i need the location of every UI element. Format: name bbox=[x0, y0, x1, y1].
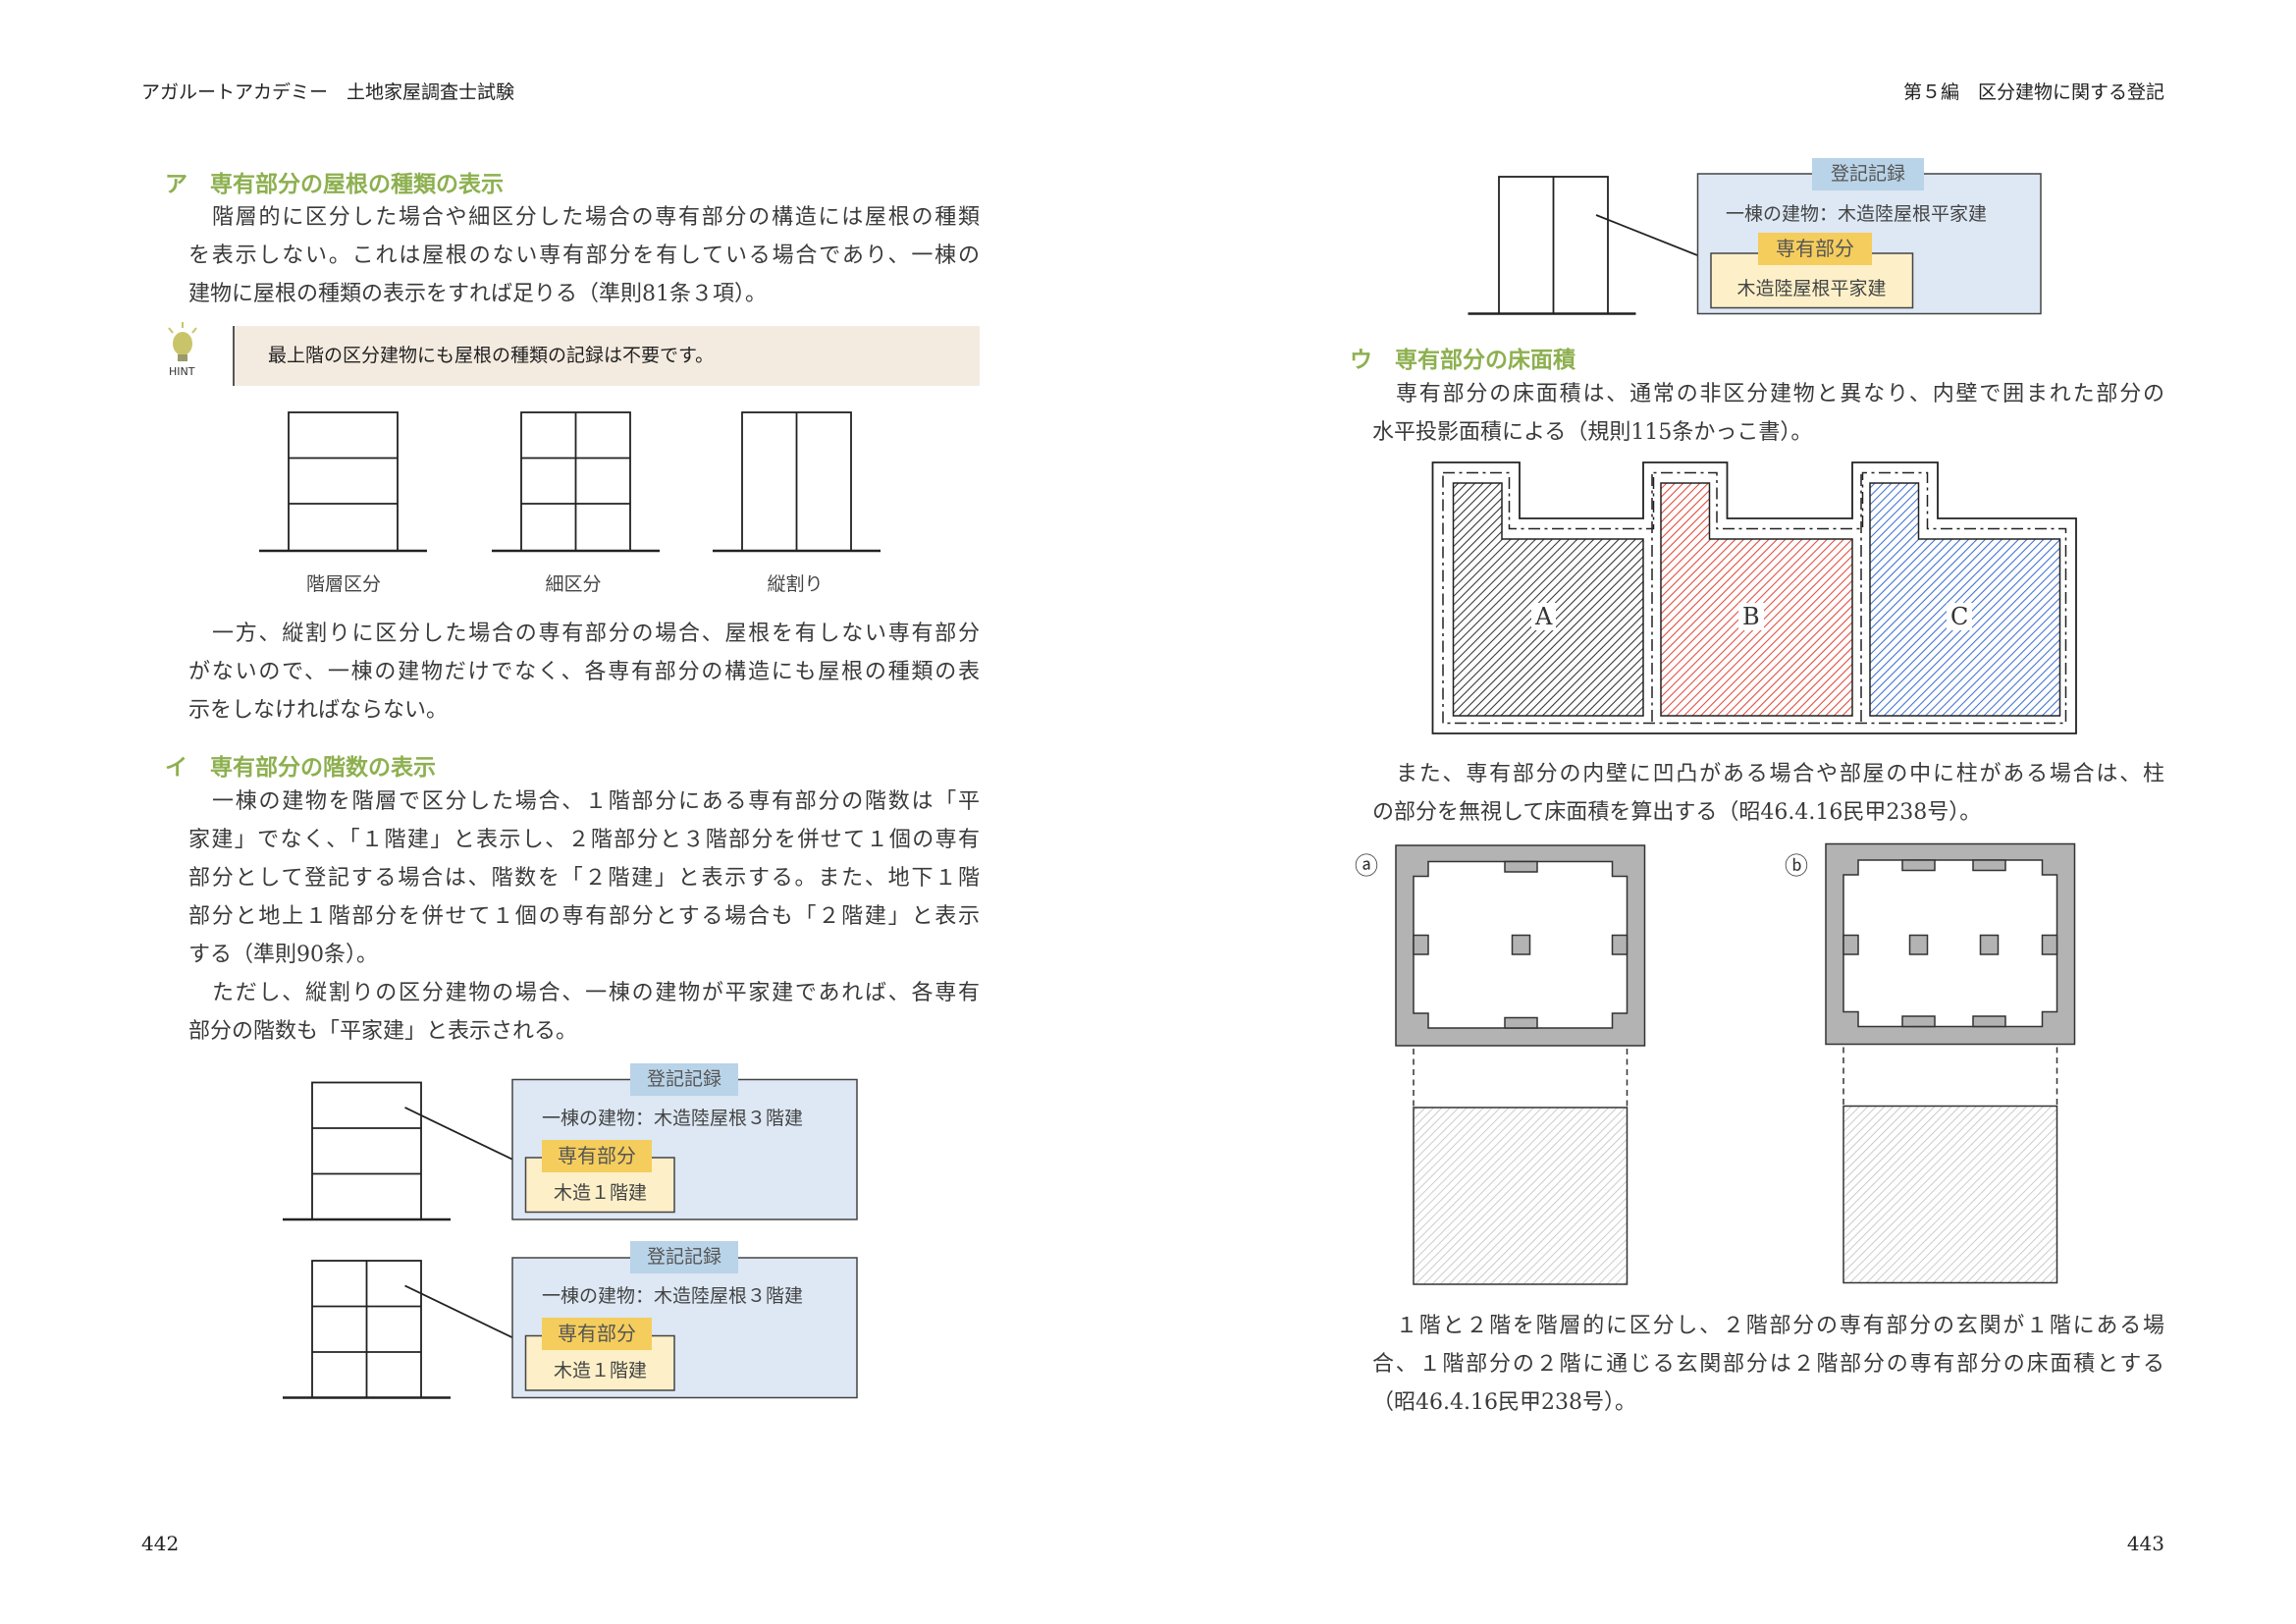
text-line: 水平投影面積による（規則115条かっこ書）。 bbox=[1372, 420, 1813, 445]
record-title: 登記記録 bbox=[1812, 158, 1924, 190]
unit-label: 専有部分 bbox=[542, 1318, 652, 1350]
heading-floor-count: イ専有部分の階数の表示 bbox=[165, 748, 436, 782]
text-line: ただし、縦割りの区分建物の場合、一棟の建物が平家建であれば、各専有 bbox=[212, 981, 980, 1005]
text-line: 示をしなければならない。 bbox=[188, 698, 449, 723]
text-line: を表示しない。これは屋根のない専有部分を有している場合であり、一棟の bbox=[188, 244, 980, 268]
text-line: 部分の階数も「平家建」と表示される。 bbox=[188, 1019, 578, 1044]
building-record3-icon bbox=[1468, 176, 1712, 315]
text-line: （昭46.4.16民甲238号）。 bbox=[1372, 1390, 1636, 1415]
room-a-area bbox=[1452, 482, 1644, 717]
building-record2-icon bbox=[283, 1260, 528, 1399]
unit-value: 木造陸屋根平家建 bbox=[1736, 278, 1887, 299]
paragraph-floor-area: 専有部分の床面積は、通常の非区分建物と異なり、内壁で囲まれた部分の 水平投影面積… bbox=[1372, 375, 2164, 452]
heading-marker: イ bbox=[165, 755, 187, 781]
paragraph-vertical-split: 一方、縦割りに区分した場合の専有部分の場合、屋根を有しない専有部分 がないので、… bbox=[188, 615, 980, 730]
paragraph-roof-type: 階層的に区分した場合や細区分した場合の専有部分の構造には屋根の種類 を表示しない… bbox=[188, 198, 980, 313]
text-line: １階と２階を階層的に区分し、２階部分の専有部分の玄関が１階にある場 bbox=[1396, 1314, 2164, 1338]
paragraph-floor-count: 一棟の建物を階層で区分した場合、１階部分にある専有部分の階数は「平 家建」でなく… bbox=[188, 783, 980, 1051]
text-line: の部分を無視して床面積を算出する（昭46.4.16民甲238号）。 bbox=[1372, 800, 1982, 825]
heading-marker: ア bbox=[165, 172, 187, 197]
figure-label-a: ⓐ bbox=[1355, 852, 1378, 880]
unit-label: 専有部分 bbox=[1758, 233, 1872, 265]
pillar-diagram-b bbox=[1825, 842, 2076, 1284]
building-layered-icon bbox=[259, 411, 428, 553]
hint-label: HINT bbox=[169, 365, 195, 378]
caption-vertical: 縦割り bbox=[767, 573, 824, 595]
figure-label-b: ⓑ bbox=[1785, 852, 1808, 880]
hint-lightbulb-icon: HINT bbox=[163, 320, 202, 383]
text-line: 家建」でなく、「１階建」と表示し、２階部分と３階部分を併せて１個の専有 bbox=[188, 828, 980, 852]
page-number-left: 442 bbox=[141, 1532, 180, 1555]
record-building: 一棟の建物：木造陸屋根平家建 bbox=[1726, 203, 1988, 225]
text-line: 建物に屋根の種類の表示をすれば足りる（準則81条３項）。 bbox=[188, 282, 767, 306]
text-line: また、専有部分の内壁に凹凸がある場合や部屋の中に柱がある場合は、柱 bbox=[1396, 762, 2164, 786]
record-building: 一棟の建物：木造陸屋根３階建 bbox=[542, 1285, 804, 1307]
room-b-area bbox=[1660, 482, 1853, 717]
caption-fine: 細区分 bbox=[545, 573, 602, 595]
building-record1-icon bbox=[283, 1081, 528, 1221]
unit-value: 木造１階建 bbox=[553, 1182, 647, 1204]
heading-marker: ウ bbox=[1350, 348, 1372, 373]
text-line: 一方、縦割りに区分した場合の専有部分の場合、屋根を有しない専有部分 bbox=[212, 622, 980, 646]
record-title: 登記記録 bbox=[630, 1063, 738, 1096]
unit-value: 木造１階建 bbox=[553, 1360, 647, 1381]
caption-layered: 階層区分 bbox=[305, 573, 381, 595]
room-c-area bbox=[1869, 482, 2061, 717]
text-line: 部分と地上１階部分を併せて１個の専有部分とする場合も「２階建」と表示 bbox=[188, 904, 980, 929]
heading-floor-area: ウ専有部分の床面積 bbox=[1350, 341, 1575, 374]
pillar-diagram-a bbox=[1395, 844, 1646, 1285]
running-header-right: 第５編 区分建物に関する登記 bbox=[1902, 81, 2164, 103]
paragraph-entrance: １階と２階を階層的に区分し、２階部分の専有部分の玄関が１階にある場 合、１階部分… bbox=[1372, 1307, 2164, 1422]
record-building: 一棟の建物：木造陸屋根３階建 bbox=[542, 1108, 804, 1129]
text-line: 一棟の建物を階層で区分した場合、１階部分にある専有部分の階数は「平 bbox=[212, 789, 980, 814]
heading-roof-type: ア専有部分の屋根の種類の表示 bbox=[165, 165, 504, 198]
text-line: 部分として登記する場合は、階数を「２階建」と表示する。また、地下１階 bbox=[188, 866, 980, 891]
text-line: 階層的に区分した場合や細区分した場合の専有部分の構造には屋根の種類 bbox=[212, 205, 980, 230]
building-vertical-icon bbox=[713, 411, 881, 553]
heading-text: 専有部分の屋根の種類の表示 bbox=[210, 172, 504, 197]
heading-text: 専有部分の床面積 bbox=[1395, 348, 1575, 373]
text-line: 合、１階部分の２階に通じる玄関部分は２階部分の専有部分の床面積とする bbox=[1372, 1352, 2164, 1377]
building-fine-icon bbox=[492, 411, 661, 553]
text-line: がないので、一棟の建物だけでなく、各専有部分の構造にも屋根の種類の表 bbox=[188, 660, 980, 684]
record-title: 登記記録 bbox=[630, 1241, 738, 1273]
floor-plan bbox=[1431, 461, 2077, 734]
room-label-a: A bbox=[1531, 603, 1557, 630]
room-label-c: C bbox=[1947, 603, 1973, 630]
running-header-left: アガルートアカデミー 土地家屋調査士試験 bbox=[141, 81, 515, 103]
heading-text: 専有部分の階数の表示 bbox=[210, 755, 436, 781]
text-line: 専有部分の床面積は、通常の非区分建物と異なり、内壁で囲まれた部分の bbox=[1396, 382, 2164, 406]
page-number-right: 443 bbox=[2126, 1532, 2164, 1555]
unit-label: 専有部分 bbox=[542, 1140, 652, 1172]
hint-box: 最上階の区分建物にも屋根の種類の記録は不要です。 bbox=[233, 326, 980, 386]
text-line: する（準則90条）。 bbox=[188, 943, 378, 967]
paragraph-pillars: また、専有部分の内壁に凹凸がある場合や部屋の中に柱がある場合は、柱 の部分を無視… bbox=[1372, 755, 2164, 832]
room-label-b: B bbox=[1738, 603, 1764, 630]
